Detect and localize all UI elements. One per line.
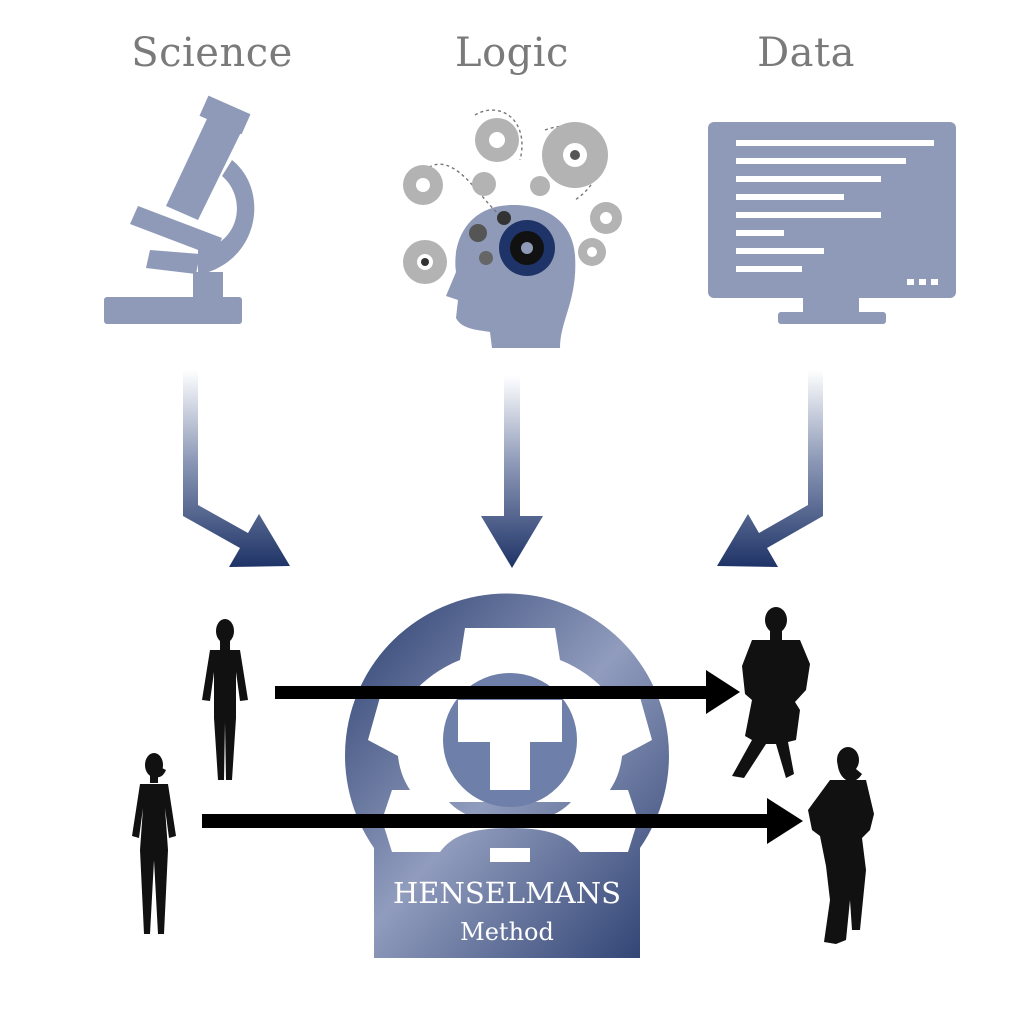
monitor-icon	[708, 122, 956, 324]
microscope-icon	[104, 95, 255, 324]
male-silhouette	[202, 619, 248, 780]
data-arrow	[717, 370, 823, 567]
transform-arrow-top	[275, 670, 740, 714]
heading-logic: Logic	[455, 30, 569, 76]
heading-science: Science	[131, 30, 293, 76]
logic-arrow	[481, 376, 543, 568]
transform-arrow-bottom	[202, 798, 803, 844]
science-arrow	[183, 370, 290, 567]
heading-data: Data	[757, 30, 855, 76]
bodybuilder-silhouette	[732, 607, 810, 778]
fitness-woman-silhouette	[808, 747, 874, 944]
logo-subtitle: Method	[460, 918, 554, 946]
gear-brain-icon	[403, 109, 622, 348]
gear-wrench-logo	[345, 593, 669, 958]
logo-name: HENSELMANS	[392, 876, 621, 910]
female-silhouette	[132, 753, 176, 934]
